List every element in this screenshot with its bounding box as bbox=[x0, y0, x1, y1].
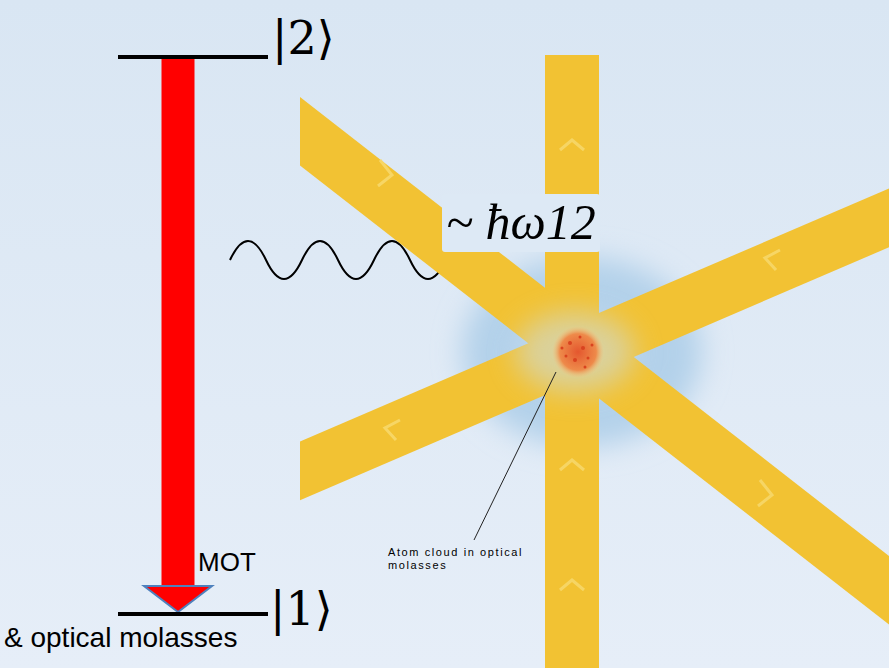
note-label: & optical molasses bbox=[4, 622, 237, 654]
energy-level: |2⟩ bbox=[118, 55, 268, 59]
picture-caption: Atom cloud in optical molasses bbox=[388, 546, 538, 571]
note-label: ~ ħω12 bbox=[442, 194, 600, 252]
leader-line bbox=[474, 372, 556, 540]
state-label: |1⟩ bbox=[270, 586, 333, 632]
state-label: |2⟩ bbox=[272, 15, 335, 61]
molasses-picture bbox=[300, 55, 889, 668]
energy-level: |1⟩ bbox=[118, 612, 268, 616]
transition-arrow bbox=[144, 59, 212, 612]
note-label: MOT bbox=[198, 548, 256, 578]
